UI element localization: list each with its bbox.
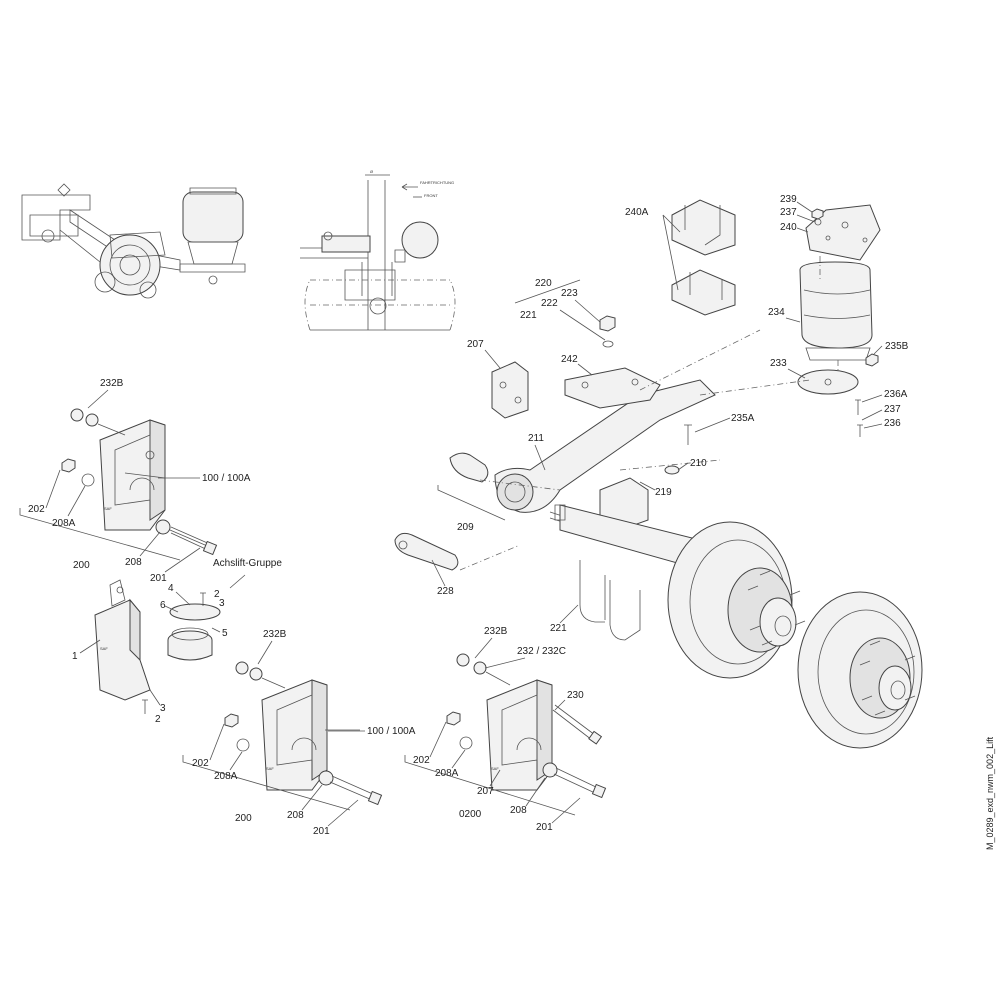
part-labels: 232B 100 / 100A 202 208A 208 200 201 Ach…: [28, 194, 909, 837]
svg-text:SAF: SAF: [104, 506, 112, 511]
label-235B: 235B: [885, 341, 909, 352]
label-211: 211: [528, 433, 544, 444]
label-222: 222: [541, 298, 558, 309]
svg-text:SAF: SAF: [266, 766, 274, 771]
label-240A: 240A: [625, 207, 649, 218]
label-234: 234: [768, 307, 785, 318]
label-220: 220: [535, 278, 552, 289]
reference-lines: [19, 279, 581, 816]
label-200-a: 200: [73, 560, 90, 571]
label-208-c: 208: [510, 805, 527, 816]
label-208A-a: 208A: [52, 518, 76, 529]
label-242: 242: [561, 354, 578, 365]
label-100-100A-b: 100 / 100A: [367, 726, 416, 737]
label-232B-b: 232B: [263, 629, 287, 640]
label-209: 209: [457, 522, 474, 533]
label-232B-c: 232B: [484, 626, 508, 637]
label-201-a: 201: [150, 573, 167, 584]
label-210: 210: [690, 458, 707, 469]
svg-text:SAF: SAF: [491, 766, 499, 771]
label-232-232C: 232 / 232C: [517, 646, 566, 657]
label-5: 5: [222, 628, 228, 639]
air-spring-group: [797, 204, 881, 437]
label-208A-c: 208A: [435, 768, 459, 779]
label-4: 4: [168, 583, 174, 594]
svg-text:SAF: SAF: [100, 646, 108, 651]
label-207-b: 207: [477, 786, 494, 797]
label-201-c: 201: [536, 822, 553, 833]
trailing-arm: [394, 315, 811, 571]
label-201-b: 201: [313, 826, 330, 837]
label-223: 223: [561, 288, 578, 299]
axle-and-hubs: [554, 504, 923, 749]
label-228: 228: [437, 586, 454, 597]
label-208-a: 208: [125, 557, 142, 568]
label-233: 233: [770, 358, 787, 369]
label-236A: 236A: [884, 389, 908, 400]
label-202-b: 202: [192, 758, 209, 769]
bracket-assembly-200-bottom: SAF: [224, 661, 383, 806]
label-202-c: 202: [413, 755, 430, 766]
label-237-b: 237: [884, 404, 901, 415]
lift-group-parts: SAF: [94, 579, 221, 714]
assembly-caption: Achslift-Gruppe: [213, 558, 282, 569]
label-237-a: 237: [780, 207, 797, 218]
brackets-240A: [662, 199, 736, 316]
label-2-b: 2: [155, 714, 161, 725]
label-208-b: 208: [287, 810, 304, 821]
svg-text:Ø: Ø: [370, 169, 373, 174]
thumbnail-side-view: [21, 183, 246, 299]
label-3-a: 3: [219, 598, 225, 609]
label-240: 240: [780, 222, 797, 233]
label-219: 219: [655, 487, 672, 498]
label-2-a: 2: [214, 589, 220, 600]
thumbnail-rear-view: Ø FAHRTRICHTUNG FRONT: [300, 169, 456, 331]
label-207-a: 207: [467, 339, 484, 350]
label-239: 239: [780, 194, 797, 205]
leader-lines: [45, 201, 883, 827]
bracket-assembly-200-top: SAF: [61, 408, 218, 556]
label-230: 230: [567, 690, 584, 701]
label-236: 236: [884, 418, 901, 429]
label-1: 1: [72, 651, 78, 662]
label-208A-b: 208A: [214, 771, 238, 782]
label-200-b: 200: [235, 813, 252, 824]
direction-label: FAHRTRICHTUNG: [420, 180, 454, 185]
drawing-id: M_0289_exd_nwm_002_Lift: [985, 736, 995, 850]
label-100-100A-a: 100 / 100A: [202, 473, 251, 484]
label-6: 6: [160, 600, 166, 611]
label-221-b: 221: [550, 623, 567, 634]
label-221-a: 221: [520, 310, 537, 321]
label-235A: 235A: [731, 413, 755, 424]
label-0200: 0200: [459, 809, 482, 820]
label-202-a: 202: [28, 504, 45, 515]
label-3-b: 3: [160, 703, 166, 714]
bracket-assembly-0200: SAF: [446, 653, 607, 799]
direction-label-en: FRONT: [424, 193, 438, 198]
label-232B-a: 232B: [100, 378, 124, 389]
